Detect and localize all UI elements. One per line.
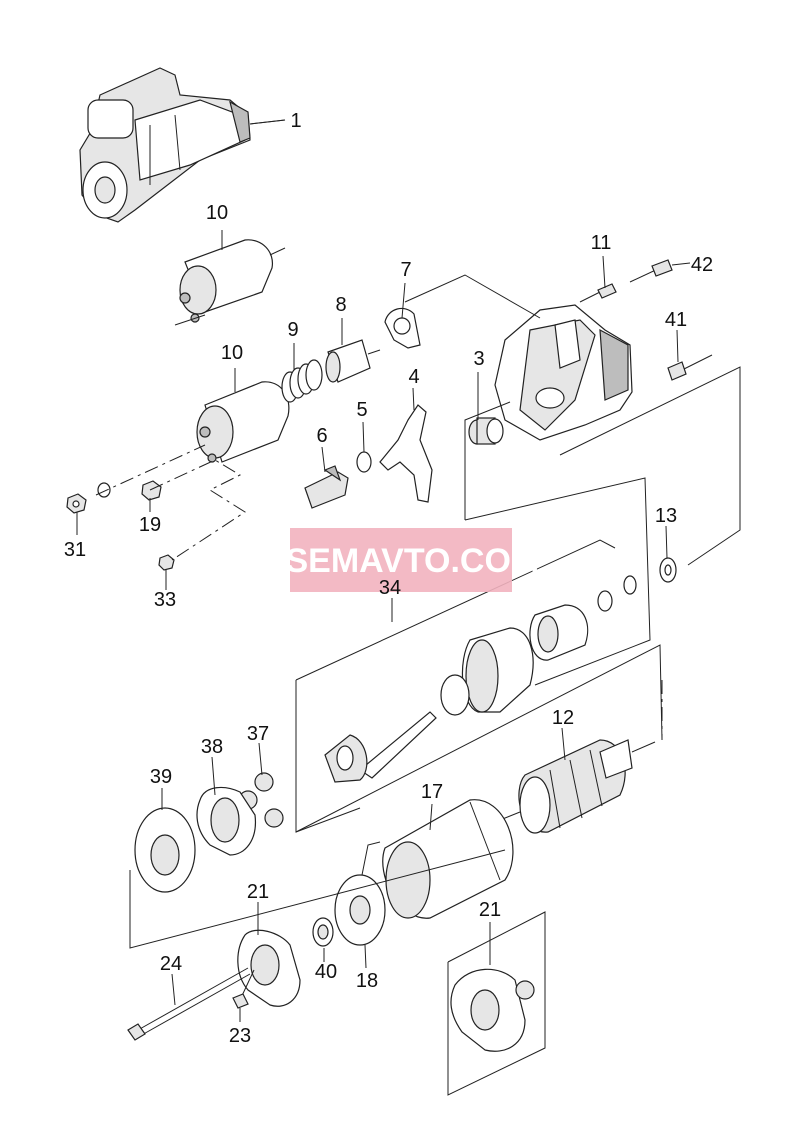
part-8-plunger: [325, 339, 381, 383]
part-17-field-yoke: [382, 799, 514, 919]
callout-38: 38: [201, 736, 223, 758]
part-18-brush-holder: [334, 841, 386, 946]
callout-8: 8: [335, 294, 346, 316]
callout-21-left: 21: [247, 881, 269, 903]
part-9-spring: [281, 359, 323, 403]
leader-lines: [76, 119, 691, 1022]
callout-6: 6: [316, 425, 327, 447]
callout-33: 33: [154, 589, 176, 611]
part-1-starter-assembly: [79, 67, 286, 223]
callout-37: 37: [247, 723, 269, 745]
callout-13: 13: [655, 505, 677, 527]
part-10-solenoid-middle: [196, 368, 290, 463]
part-5-disc: [356, 451, 372, 473]
callout-19: 19: [139, 514, 161, 536]
callout-12: 12: [552, 707, 574, 729]
callout-42: 42: [691, 254, 713, 276]
callout-1: 1: [290, 110, 301, 132]
part-7-seal-plate: [384, 307, 421, 349]
part-34-planetary-group: [324, 604, 589, 783]
callout-labels: 1 10 7 8 9 10 11 42 41 3 4 5 6 13 31 19 …: [64, 110, 713, 1047]
part-40-bearing: [312, 917, 334, 947]
callout-41: 41: [665, 309, 687, 331]
part-33-nut: [158, 554, 175, 571]
part-19-nut: [141, 480, 162, 501]
part-10-solenoid-upper: [174, 230, 286, 326]
callout-7: 7: [400, 259, 411, 281]
callout-9: 9: [287, 319, 298, 341]
part-41-bolt: [667, 354, 713, 381]
watermark: VSEMAVTO.COM: [263, 528, 539, 592]
callout-10-middle: 10: [221, 342, 243, 364]
callout-34: 34: [379, 577, 401, 599]
part-37-planet-gears: [238, 772, 284, 828]
washer-ring: [97, 482, 111, 498]
callout-4: 4: [408, 366, 419, 388]
part-31-nut: [66, 493, 87, 514]
part-39-end-cap: [134, 807, 196, 893]
part-3-pinion-gear: [468, 417, 504, 445]
part-12-armature: [499, 739, 656, 834]
callout-23: 23: [229, 1025, 251, 1047]
callout-21-right: 21: [479, 899, 501, 921]
part-23-bolt: [232, 969, 255, 1009]
part-38-ring-gear: [196, 786, 257, 856]
part-13-washer: [597, 557, 677, 612]
part-24-through-bolt: [127, 967, 251, 1041]
part-11-bolt: [579, 283, 617, 303]
callout-40: 40: [315, 961, 337, 983]
part-21-alt-end-frame: [450, 968, 535, 1052]
part-42-bolt: [629, 259, 673, 283]
group-boxes: [129, 274, 741, 1096]
callout-31: 31: [64, 539, 86, 561]
callout-11: 11: [591, 232, 612, 254]
callout-18: 18: [356, 970, 378, 992]
callout-10-upper: 10: [206, 202, 228, 224]
part-4-shift-lever: [379, 404, 433, 503]
part-21-commutator-end-frame: [237, 929, 301, 1007]
callout-3: 3: [473, 348, 484, 370]
part-6-bushing: [304, 465, 349, 509]
callout-24: 24: [160, 953, 182, 975]
callout-39: 39: [150, 766, 172, 788]
drive-end-housing: [494, 304, 633, 441]
callout-5: 5: [356, 399, 367, 421]
callout-17: 17: [421, 781, 443, 803]
watermark-text: VSEMAVTO.COM: [263, 542, 539, 580]
